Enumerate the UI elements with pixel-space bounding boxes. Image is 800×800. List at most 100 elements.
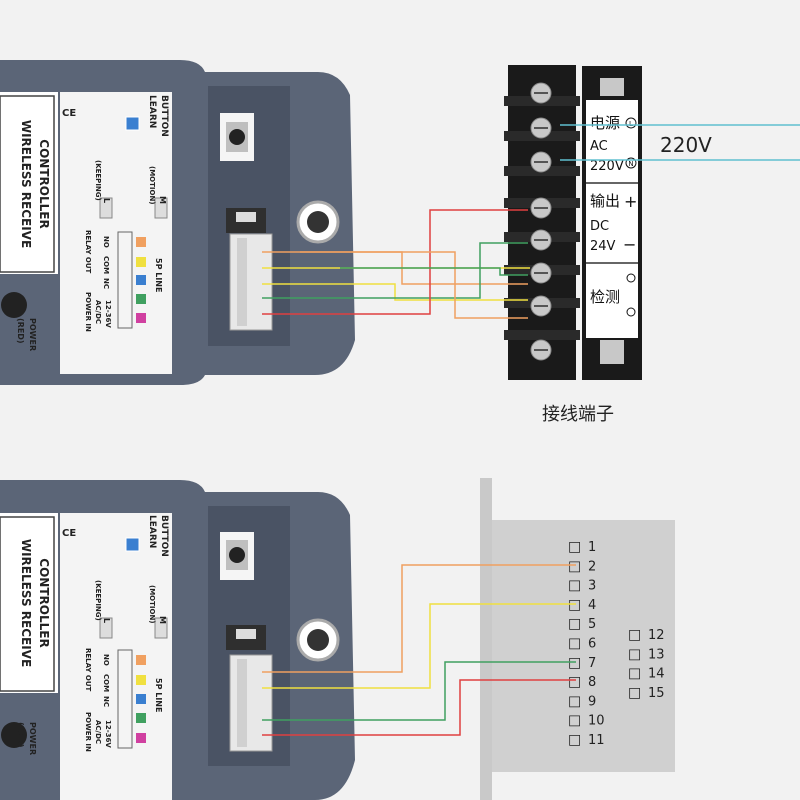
controller-top	[0, 60, 355, 385]
label-volt-bottom: 12-36V	[104, 720, 112, 748]
pin-left-box-icon: □	[568, 674, 581, 690]
power-label: 电源	[590, 114, 620, 132]
top-wires	[262, 209, 530, 319]
pin-left-label: 7	[588, 656, 596, 671]
label-volt: 12-36V	[104, 300, 112, 328]
mode-keeping-bottom: (KEEPING)	[94, 580, 102, 621]
ce-mark: CE	[62, 108, 76, 119]
label-com: COM	[102, 256, 110, 274]
terminal-block	[504, 65, 642, 380]
learn-button-icon-bottom[interactable]	[229, 547, 245, 563]
power-led-icon-bottom	[1, 722, 27, 748]
controller-title-1: WIRELESS RECEIVE	[19, 120, 33, 248]
relay-out-bottom: RELAY OUT	[84, 648, 92, 692]
terminal-caption: 接线端子	[542, 404, 614, 425]
power-led-icon	[1, 292, 27, 318]
pin-right-label: 14	[648, 667, 665, 682]
ce-mark-bottom: CE	[62, 528, 76, 539]
pin-left-box-icon: □	[568, 636, 581, 652]
power-in-bottom: POWER IN	[84, 712, 92, 752]
label-com-bottom: COM	[102, 674, 110, 692]
pin-left-label: 5	[588, 617, 596, 632]
pin-left-box-icon: □	[568, 578, 581, 594]
pin-left-label: 10	[588, 714, 605, 729]
relay-out: RELAY OUT	[84, 230, 92, 274]
mode-l-bottom: L	[102, 618, 111, 623]
pin-left-box-icon: □	[568, 597, 581, 613]
power-label-2: POWER	[28, 318, 37, 351]
output-plus: +	[624, 192, 637, 211]
pin-right-label: 12	[648, 628, 665, 643]
label-nc: NC	[102, 278, 110, 289]
right-pin-list: □ 12 □ 13 □ 14 □ 15	[628, 627, 665, 701]
label-acdc-bottom: AC/DC	[94, 720, 102, 744]
pin-left-box-icon: □	[568, 655, 581, 671]
mode-motion-bottom: (MOTION)	[148, 585, 156, 624]
pin-left-box-icon: □	[568, 616, 581, 632]
pin-right-box-icon: □	[628, 627, 641, 643]
mode-m-bottom: M	[158, 616, 167, 624]
power-in: POWER IN	[84, 292, 92, 332]
pin-left-label: 9	[588, 694, 596, 709]
controller-title-2: CONTROLLER	[37, 139, 51, 228]
learn-label-1-bottom: LEARN	[147, 515, 157, 548]
label-5p-line: 5P LINE	[154, 258, 163, 292]
pin-left-label: 6	[588, 637, 596, 652]
pin-left-box-icon: □	[568, 558, 581, 574]
pin-left-box-icon: □	[568, 713, 581, 729]
label-acdc: AC/DC	[94, 300, 102, 324]
pin-left-label: 11	[588, 733, 605, 748]
power-voltage: 220V	[590, 159, 624, 174]
label-no-bottom: NO	[102, 654, 110, 666]
power-label-1: (RED)	[16, 318, 25, 344]
pin-left-label: 3	[588, 579, 596, 594]
n-mark: N	[628, 160, 633, 168]
pin-right-label: 15	[648, 686, 665, 701]
mode-m: M	[158, 196, 167, 204]
output-label: 输出	[590, 192, 620, 210]
output-voltage: 24V	[590, 239, 616, 254]
left-pin-list: □ 1 □ 2 □ 3 □ 4 □ 5 □ 6 □ 7 □ 8 □ 9 □ 10 □ 11	[568, 539, 605, 748]
detect-label: 检测	[590, 288, 620, 306]
pin-left-box-icon: □	[568, 539, 581, 555]
power-label-1-bottom: (RED)	[16, 722, 25, 748]
l-mark: L	[629, 120, 633, 128]
output-dc: DC	[590, 219, 609, 234]
learn-label-2-bottom: BUTTON	[159, 515, 169, 557]
pin-left-box-icon: □	[568, 693, 581, 709]
pin-left-label: 4	[588, 598, 596, 613]
connector-5p	[229, 233, 273, 331]
pin-left-label: 1	[588, 540, 596, 555]
learn-button-icon[interactable]	[229, 129, 245, 145]
pin-left-label: 8	[588, 675, 596, 690]
supply-voltage-label: 220V	[660, 133, 712, 157]
label-nc-bottom: NC	[102, 696, 110, 707]
mode-motion: (MOTION)	[148, 166, 156, 205]
label-no: NO	[102, 236, 110, 248]
mode-l: L	[102, 198, 111, 203]
spec-sticker	[60, 92, 172, 374]
pin-right-box-icon: □	[628, 646, 641, 662]
controller-title-2-bottom: CONTROLLER	[37, 558, 51, 647]
pin-right-box-icon: □	[628, 685, 641, 701]
mode-keeping: (KEEPING)	[94, 160, 102, 201]
l-mark-icon	[625, 117, 637, 129]
controller-bottom	[0, 480, 355, 800]
pin-left-box-icon: □	[568, 732, 581, 748]
power-ac: AC	[590, 139, 608, 154]
bottom-wires	[262, 564, 576, 736]
pin-right-label: 13	[648, 647, 665, 662]
power-label-2-bottom: POWER	[28, 722, 37, 755]
n-mark-icon	[625, 157, 637, 169]
controller-title-1-bottom: WIRELESS RECEIVE	[19, 539, 33, 667]
label-5p-line-bottom: 5P LINE	[154, 678, 163, 712]
terminal-label-strip	[586, 100, 638, 338]
pin-left-label: 2	[588, 559, 596, 574]
learn-indicator-icon	[125, 116, 140, 131]
pin-panel	[480, 478, 675, 800]
output-minus: −	[623, 235, 636, 254]
learn-label-2: BUTTON	[159, 95, 169, 137]
label-sticker	[0, 92, 58, 274]
pin-right-box-icon: □	[628, 666, 641, 682]
